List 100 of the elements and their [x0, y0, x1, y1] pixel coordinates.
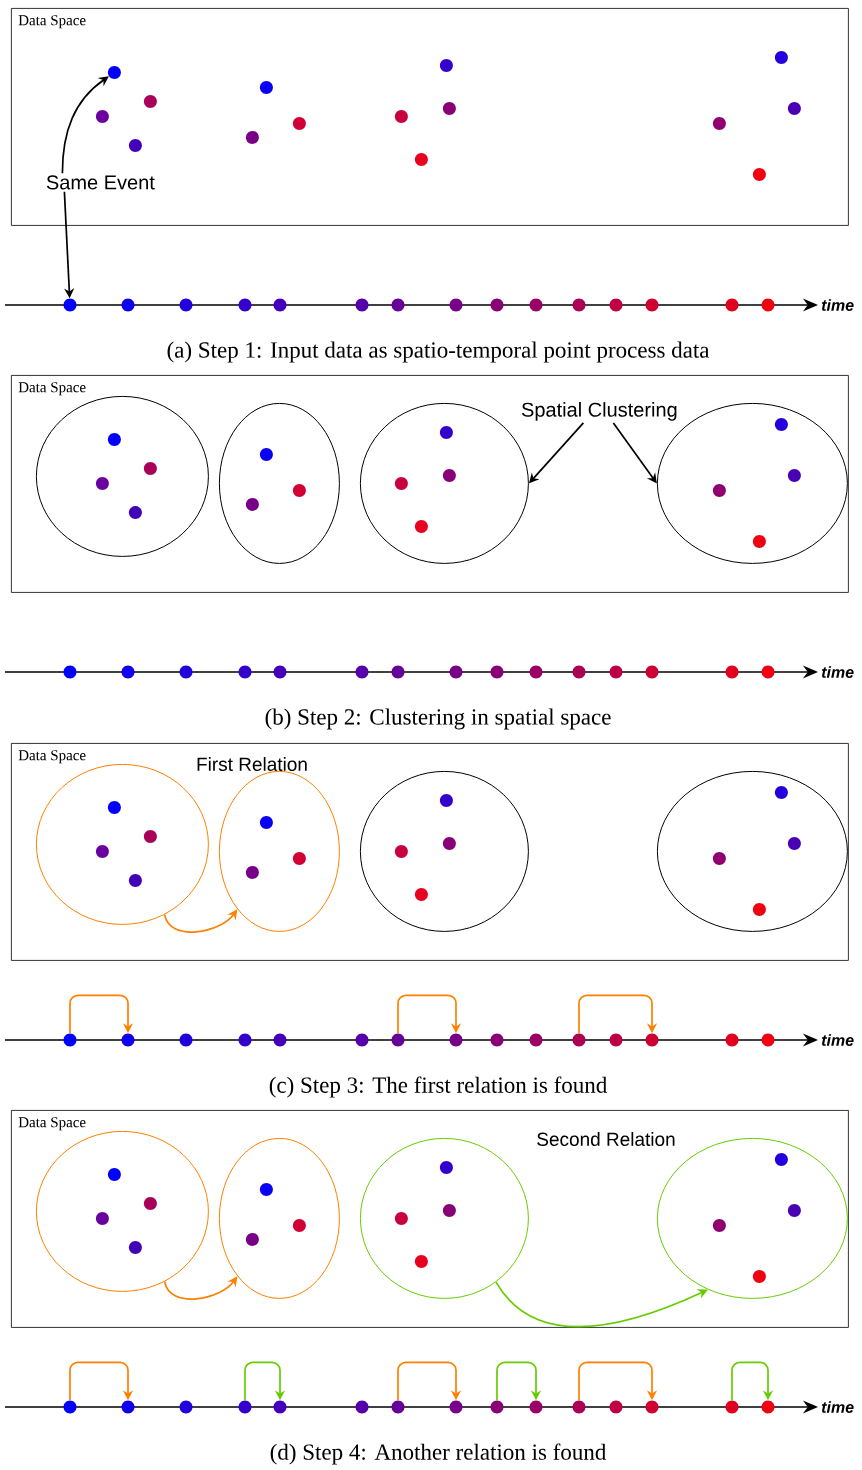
relation-label: Second Relation [537, 1132, 675, 1146]
data-point [752, 534, 766, 548]
data-point [449, 298, 463, 312]
data-point [752, 902, 766, 916]
data-point [609, 298, 623, 312]
data-point [355, 298, 369, 312]
axis-label: time [821, 1401, 854, 1413]
data-point [572, 665, 586, 679]
arrow [731, 1361, 774, 1402]
data-point [391, 1400, 405, 1414]
arrow [496, 1361, 542, 1402]
data-point [107, 65, 121, 79]
data-point [414, 887, 428, 901]
data-point [292, 851, 306, 865]
caption: (a) Step 1: Input data as spatio-temporal point process data [167, 341, 710, 363]
data-point [95, 1211, 109, 1225]
data-point [143, 1196, 157, 1210]
arrow [578, 994, 658, 1035]
data-point [414, 152, 428, 166]
data-point [63, 1033, 77, 1047]
data-point [63, 1400, 77, 1414]
data-point [439, 1160, 453, 1174]
data-point [63, 665, 77, 679]
data-point [761, 665, 775, 679]
data-point [761, 1400, 775, 1414]
data-point [128, 1240, 142, 1254]
data-point [394, 844, 408, 858]
data-point [439, 425, 453, 439]
data-point [774, 417, 788, 431]
data-point [712, 116, 726, 130]
cluster-ellipse [35, 395, 209, 557]
data-point [752, 1269, 766, 1283]
data-point [572, 298, 586, 312]
data-point [442, 1203, 456, 1217]
caption: (d) Step 4: Another relation is found [270, 1443, 607, 1465]
data-point [645, 1033, 659, 1047]
data-point [529, 298, 543, 312]
data-point [645, 665, 659, 679]
data-point [645, 298, 659, 312]
arrow [69, 1361, 134, 1402]
data-point [259, 815, 273, 829]
data-point [394, 109, 408, 123]
data-point [128, 873, 142, 887]
data-point [712, 1218, 726, 1232]
cluster-ellipse [218, 402, 340, 564]
data-point [292, 1218, 306, 1232]
data-point [787, 836, 801, 850]
data-point [107, 800, 121, 814]
data-point [238, 1033, 252, 1047]
data-point [391, 1033, 405, 1047]
data-point [787, 1203, 801, 1217]
data-point [143, 94, 157, 108]
data-point [121, 298, 135, 312]
data-point [121, 665, 135, 679]
data-point [238, 665, 252, 679]
relation-label: First Relation [197, 757, 307, 771]
data-point [259, 1182, 273, 1196]
data-point [449, 665, 463, 679]
data-point [273, 665, 287, 679]
data-point [292, 483, 306, 497]
data-point [442, 836, 456, 850]
data-point [391, 298, 405, 312]
arrow [397, 1361, 462, 1402]
data-point [121, 1033, 135, 1047]
arrow [244, 1361, 286, 1402]
data-point [238, 1400, 252, 1414]
data-point [245, 865, 259, 879]
data-point [712, 851, 726, 865]
data-point [609, 1033, 623, 1047]
data-point [787, 101, 801, 115]
data-point [121, 1400, 135, 1414]
data-point [572, 1033, 586, 1047]
data-point [128, 505, 142, 519]
data-point [787, 468, 801, 482]
data-point [143, 829, 157, 843]
data-point [774, 50, 788, 64]
data-point [95, 476, 109, 490]
data-point [394, 476, 408, 490]
data-point [355, 1033, 369, 1047]
data-point [752, 167, 766, 181]
data-point [449, 1033, 463, 1047]
cluster-ellipse [35, 1130, 209, 1292]
cluster-ellipse [656, 770, 848, 932]
arrow [69, 994, 134, 1035]
axis-label: time [821, 1034, 854, 1046]
data-point [355, 665, 369, 679]
data-point [529, 1033, 543, 1047]
cluster-ellipse [218, 1137, 340, 1299]
caption: (c) Step 3: The first relation is found [269, 1076, 607, 1098]
data-point [490, 665, 504, 679]
data-point [63, 298, 77, 312]
caption: (b) Step 2: Clustering in spatial space [265, 708, 611, 730]
cluster-ellipse [218, 770, 340, 932]
data-point [529, 665, 543, 679]
data-point [391, 665, 405, 679]
data-point [128, 138, 142, 152]
arrow [61, 76, 109, 174]
data-point [95, 844, 109, 858]
data-point [179, 1033, 193, 1047]
data-point [414, 519, 428, 533]
